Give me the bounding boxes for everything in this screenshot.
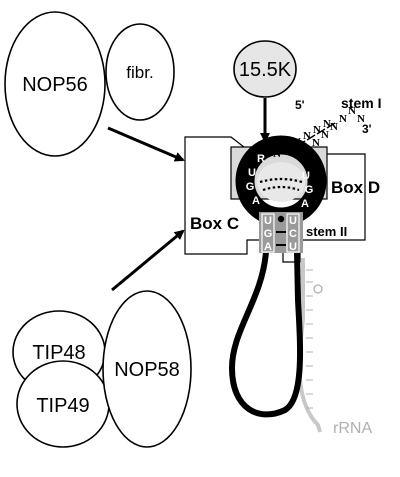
box-c-label: Box C [190, 214, 239, 233]
fibrillarin-protein: fibr. [105, 23, 175, 121]
nuc-r: R [257, 153, 265, 165]
tip48-label: TIP48 [32, 342, 85, 364]
stem1-base-pair [296, 140, 306, 147]
tip49-label: TIP49 [36, 395, 89, 417]
box-d-label: Box D [331, 178, 380, 197]
stem2-u3: U [289, 241, 297, 253]
nuc-u2: U [302, 170, 310, 182]
stem1-n-upper: N [330, 121, 338, 133]
stem1-base-pair [316, 128, 326, 135]
k155-protein: 15.5K [233, 40, 297, 98]
stem2-u1: U [264, 215, 272, 227]
nuc-u1: U [248, 167, 256, 179]
nop56-label: NOP56 [22, 74, 88, 96]
stem-i-label: stem I [341, 95, 381, 111]
stem-ii-label: stem II [306, 224, 347, 239]
stem1-n-upper: N [357, 113, 365, 125]
arrow-nop56-fibr [107, 126, 185, 162]
three-prime-label: 3' [362, 122, 372, 136]
stem1-base-pair [286, 146, 296, 153]
stem1-base-pair [306, 134, 316, 141]
stem1-n-lower: N [273, 148, 281, 160]
nuc-g1: G [246, 181, 255, 193]
stem1-n-lower: N [313, 124, 321, 136]
stem1-n-lower: N [293, 136, 301, 148]
rrna-label: rRNA [333, 420, 372, 437]
stem2-c: C [289, 228, 297, 240]
k155-label: 15.5K [239, 59, 292, 81]
stem1-n-lower: N [303, 130, 311, 142]
five-prime-label: 5' [295, 98, 305, 112]
stem1-n-upper: N [303, 145, 311, 157]
stem-ii [259, 212, 303, 253]
stem1-n-upper: N [348, 105, 356, 117]
stem1-n-upper: N [312, 137, 320, 149]
stem1-n-upper: N [339, 113, 347, 125]
nuc-a1: A [252, 195, 260, 207]
stem2-g: G [264, 228, 273, 240]
stem2-a: A [264, 241, 272, 253]
stem2-u2: U [289, 215, 297, 227]
arrow-tip-nop58 [111, 229, 185, 292]
nop58-label: NOP58 [114, 359, 180, 381]
nop56-protein: NOP56 [4, 11, 106, 157]
stem1-n-lower: N [283, 142, 291, 154]
stem1-n-upper: N [321, 129, 329, 141]
rrna-ticks [306, 269, 313, 409]
stem1-n-lower: N [323, 118, 331, 130]
tip49-protein: TIP49 [16, 360, 110, 448]
fibrillarin-label: fibr. [126, 63, 153, 82]
stem1-base-pair [326, 122, 336, 129]
nop58-protein: NOP58 [102, 290, 192, 448]
nuc-g2: G [305, 184, 314, 196]
nuc-a2: A [301, 198, 309, 210]
rrna-site-marker [313, 284, 323, 294]
snorna-loop [229, 251, 304, 418]
